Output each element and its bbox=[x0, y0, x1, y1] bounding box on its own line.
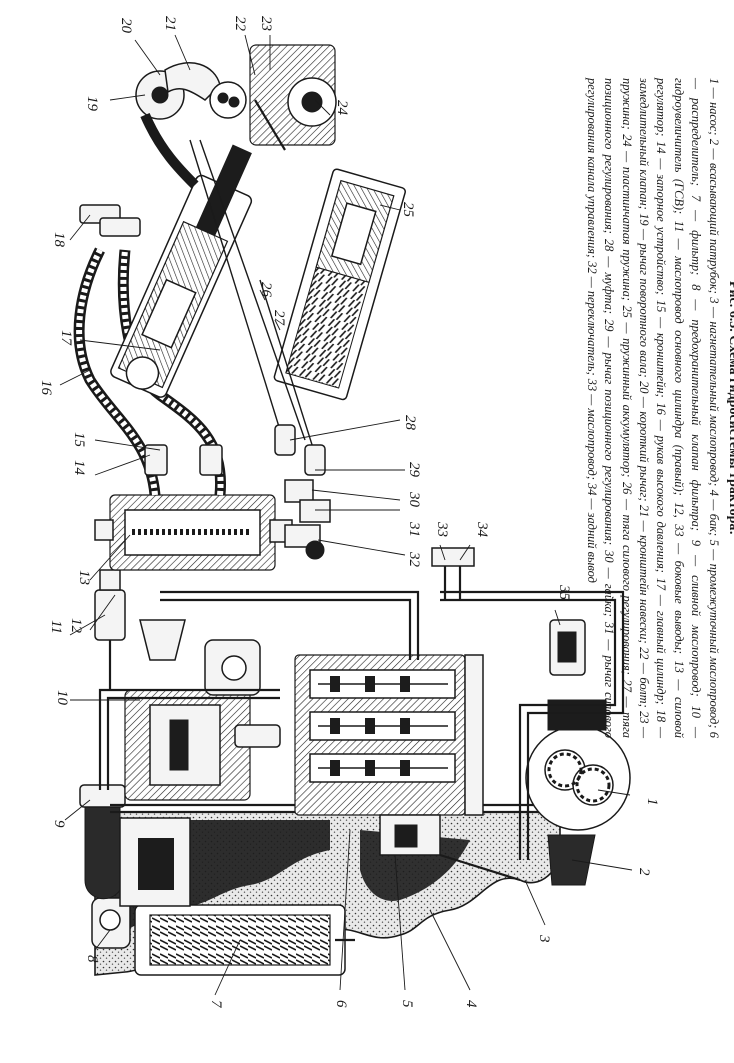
callout-10: 10 bbox=[54, 690, 70, 706]
figure-title: Рис. 6.3. Схема гидросистемы трактора: bbox=[726, 280, 734, 536]
main-cylinder bbox=[110, 144, 253, 398]
callout-15: 15 bbox=[71, 432, 87, 448]
side-outlet-right bbox=[549, 619, 586, 676]
callout-21: 21 bbox=[162, 16, 178, 31]
callout-14: 14 bbox=[71, 460, 87, 476]
distributor bbox=[294, 654, 484, 856]
callout-24: 24 bbox=[334, 100, 350, 116]
callout-6: 6 bbox=[333, 1000, 349, 1008]
callout-30: 30 bbox=[406, 491, 422, 508]
callout-numbers: 1 2 3 4 5 6 7 8 9 10 11 12 13 14 15 16 1… bbox=[38, 16, 660, 1009]
callout-29: 29 bbox=[406, 462, 422, 478]
callout-28: 28 bbox=[402, 415, 418, 431]
callout-33: 33 bbox=[434, 521, 450, 537]
callout-26: 26 bbox=[258, 282, 274, 298]
callout-25: 25 bbox=[400, 202, 416, 218]
callout-23: 23 bbox=[258, 16, 274, 31]
suction-pipe bbox=[547, 834, 596, 886]
hitch-linkage bbox=[135, 44, 337, 189]
control-rods bbox=[189, 139, 321, 471]
slow-down-valve bbox=[79, 204, 141, 237]
callout-19: 19 bbox=[84, 96, 100, 112]
callout-18: 18 bbox=[51, 232, 67, 248]
callout-1: 1 bbox=[644, 798, 660, 806]
callout-2: 2 bbox=[636, 868, 652, 876]
callout-17: 17 bbox=[58, 330, 74, 347]
figure-legend: 1 — насос; 2 — всасывающий патрубок; 3 —… bbox=[584, 78, 721, 738]
spring-accumulator bbox=[273, 168, 406, 401]
callout-13: 13 bbox=[76, 570, 92, 585]
callout-34: 34 bbox=[474, 521, 490, 538]
rear-outlets bbox=[160, 547, 475, 660]
callout-4: 4 bbox=[463, 1000, 479, 1008]
drain-line bbox=[79, 784, 191, 907]
callout-8: 8 bbox=[84, 955, 100, 963]
callout-32: 32 bbox=[406, 551, 422, 568]
power-regulator bbox=[94, 494, 293, 571]
callout-27: 27 bbox=[271, 310, 287, 327]
side-outlets-left bbox=[94, 569, 126, 690]
callout-5: 5 bbox=[399, 1000, 415, 1008]
pump bbox=[525, 699, 631, 831]
control-levers bbox=[274, 424, 331, 560]
callout-9: 9 bbox=[51, 820, 67, 828]
figure-caption: Рис. 6.3. Схема гидросистемы трактора: 1… bbox=[452, 78, 734, 738]
filter bbox=[134, 904, 355, 976]
callout-31: 31 bbox=[406, 521, 422, 537]
hydro-amplifier bbox=[124, 619, 281, 801]
callout-20: 20 bbox=[118, 18, 134, 34]
callout-22: 22 bbox=[232, 16, 248, 32]
callout-leaders bbox=[59, 34, 633, 996]
callout-11: 11 bbox=[48, 620, 64, 634]
pressure-line bbox=[439, 590, 625, 882]
callout-12: 12 bbox=[68, 618, 84, 634]
callout-7: 7 bbox=[208, 1000, 224, 1009]
callout-3: 3 bbox=[536, 934, 552, 943]
filter-safety-valve bbox=[91, 897, 131, 949]
callout-16: 16 bbox=[38, 380, 54, 396]
callout-35: 35 bbox=[556, 584, 572, 601]
